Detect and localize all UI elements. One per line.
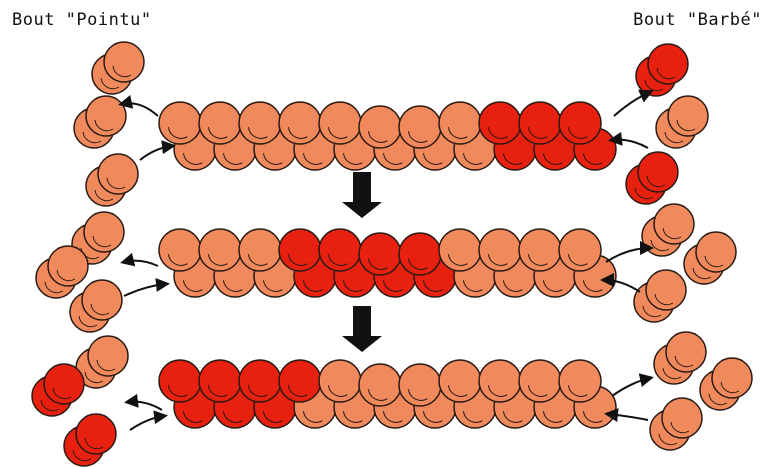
filament-subunit [239,102,281,144]
curved-arrow-icon [130,416,164,430]
free-subunit-old [70,280,122,332]
free-subunit-old [36,246,88,298]
free-subunit-old [92,42,144,94]
free-subunit-new [32,364,84,416]
free-subunit-old [74,96,126,148]
filament-subunit [319,102,361,144]
free-subunit-new [64,414,116,466]
curved-arrow-icon [612,378,650,396]
subunit [76,414,116,454]
subunit [662,398,702,438]
subunit [98,154,138,194]
free-subunit-old [650,398,702,450]
subunit [44,364,84,404]
subunit [712,358,752,398]
filament-subunit [239,229,281,271]
curved-arrow-icon [122,103,158,116]
actin-filament-1 [159,102,616,170]
filament-subunit [199,102,241,144]
curved-arrow-icon [128,402,162,410]
subunit [696,232,736,272]
filament-subunit [199,229,241,271]
filament-subunit [399,106,441,148]
filament-subunit [279,102,321,144]
filament-subunit [159,229,201,271]
filament-subunit [559,102,601,144]
filament-subunit [439,102,481,144]
subunit [88,336,128,376]
filament-subunit [239,360,281,402]
filament-subunit [479,102,521,144]
down-arrow-icon [342,172,382,218]
subunit [104,42,144,82]
filament-subunit [279,360,321,402]
filament-subunit [359,233,401,275]
filament-subunit [199,360,241,402]
filament-subunit [439,360,481,402]
down-arrow-icon [342,306,382,352]
filament-subunit [519,229,561,271]
curved-arrow-icon [124,261,158,266]
free-subunit-old [656,96,708,148]
filament-subunit [399,364,441,406]
free-subunit-old [86,154,138,206]
free-subunit-new [636,44,688,96]
filament-subunit [439,229,481,271]
filament-subunit [519,360,561,402]
subunit [82,280,122,320]
free-subunit-new [626,152,678,204]
curved-arrow-icon [140,146,172,160]
filament-subunit [279,229,321,271]
filament-subunit [159,102,201,144]
subunit [638,152,678,192]
curved-arrow-icon [614,92,650,116]
filament-subunit [359,106,401,148]
curved-arrow-icon [606,248,650,262]
filament-subunit [319,229,361,271]
filament-subunit [559,360,601,402]
filament-subunit [519,102,561,144]
subunit [86,96,126,136]
subunit [646,270,686,310]
curved-arrow-icon [124,284,166,296]
subunit [84,212,124,252]
subunit [666,332,706,372]
subunit [668,96,708,136]
actin-filament-3 [159,360,616,428]
subunit [654,204,694,244]
filament-subunit [479,229,521,271]
free-subunit-old [700,358,752,410]
filament-subunit [559,229,601,271]
actin-filament-2 [159,229,616,297]
free-subunit-old [684,232,736,284]
filament-subunit [399,233,441,275]
subunit [48,246,88,286]
filament-subunit [359,364,401,406]
free-subunit-old [654,332,706,384]
filament-subunit [319,360,361,402]
free-subunit-old [634,270,686,322]
subunit [648,44,688,84]
filament-subunit [479,360,521,402]
curved-arrow-icon [612,140,648,148]
filament-subunit [159,360,201,402]
